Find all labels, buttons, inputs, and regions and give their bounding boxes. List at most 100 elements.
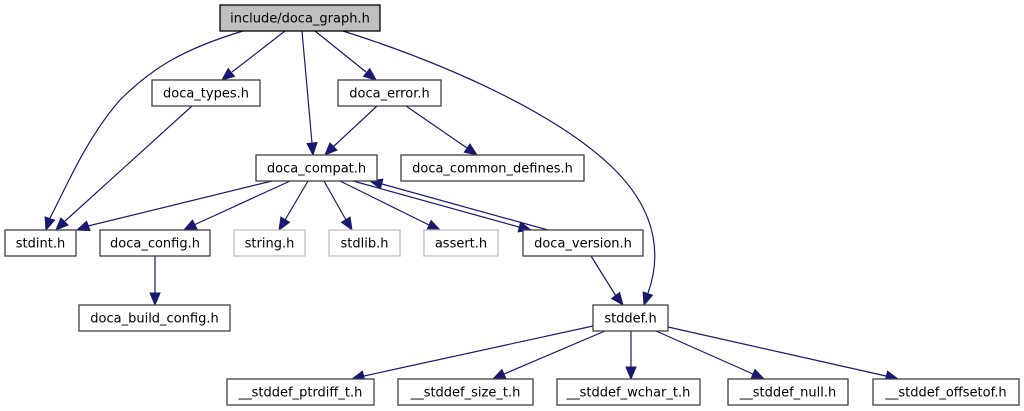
edge-line <box>381 183 549 231</box>
node-box <box>423 229 499 257</box>
edge-line <box>342 30 656 294</box>
node-label: __stddef_size_t.h <box>410 386 521 401</box>
node-box <box>328 229 401 257</box>
node-box[interactable] <box>556 378 701 406</box>
arrowhead-icon <box>182 219 198 231</box>
node-box[interactable] <box>727 378 849 406</box>
edge-root-to-doca_error <box>314 30 378 81</box>
node-label: doca_config.h <box>110 237 200 252</box>
node-doca-compat[interactable]: doca_compat.h <box>255 154 378 182</box>
node-doca-error[interactable]: doca_error.h <box>337 79 442 107</box>
node-box[interactable] <box>337 79 442 107</box>
node-stdint[interactable]: stdint.h <box>4 229 77 257</box>
arrowhead-icon <box>625 366 637 381</box>
edge-line <box>503 330 606 375</box>
edge-doca_compat-to-assert <box>339 180 442 231</box>
node-box[interactable] <box>255 154 378 182</box>
edge-doca_compat-to-stdint <box>75 180 273 232</box>
edge-line <box>667 326 887 377</box>
edge-line <box>314 30 367 73</box>
node-box[interactable] <box>522 229 644 257</box>
node-box[interactable] <box>872 378 1020 406</box>
arrowhead-icon <box>750 368 766 380</box>
node-label: __stddef_offsetof.h <box>884 386 1006 401</box>
node-doca-config[interactable]: doca_config.h <box>99 229 211 257</box>
node-label: __stddef_ptrdiff_t.h <box>238 386 363 401</box>
node-stddef-offsetof[interactable]: __stddef_offsetof.h <box>872 378 1020 406</box>
node-root[interactable]: include/doca_graph.h <box>219 4 381 32</box>
node-label: __stddef_wchar_t.h <box>566 386 691 401</box>
node-label: doca_build_config.h <box>90 312 218 327</box>
node-box[interactable] <box>219 4 381 32</box>
node-stddef-ptrdiff[interactable]: __stddef_ptrdiff_t.h <box>226 378 375 406</box>
edge-line <box>87 180 273 227</box>
arrowhead-icon <box>362 67 378 81</box>
edge-line <box>301 30 313 144</box>
node-stddef-size[interactable]: __stddef_size_t.h <box>397 378 534 406</box>
node-label: assert.h <box>435 237 487 252</box>
edge-root-to-doca_types <box>220 30 286 81</box>
edge-doca_compat-to-doca_config <box>182 180 291 231</box>
node-doca-types[interactable]: doca_types.h <box>151 79 261 107</box>
arrowhead-icon <box>324 142 338 156</box>
node-string: string.h <box>233 229 306 257</box>
edges-layer <box>44 30 900 382</box>
edge-line <box>363 325 594 377</box>
edge-line <box>352 180 520 228</box>
node-stddef[interactable]: stddef.h <box>592 304 669 332</box>
edge-stddef-to-stddef_wchar <box>625 331 637 381</box>
edge-line <box>590 255 617 297</box>
node-label: __stddef_null.h <box>739 386 837 401</box>
node-label: stddef.h <box>604 312 656 327</box>
node-stddef-null[interactable]: __stddef_null.h <box>727 378 849 406</box>
arrowhead-icon <box>340 216 353 232</box>
node-label: doca_common_defines.h <box>412 162 573 177</box>
node-box[interactable] <box>99 229 211 257</box>
edge-root-to-stdint <box>44 30 244 232</box>
edge-root-to-stddef <box>342 30 656 307</box>
node-box[interactable] <box>78 304 231 332</box>
edge-doca_types-to-stdint <box>55 105 193 231</box>
edge-line <box>49 30 244 219</box>
arrowhead-icon <box>306 142 318 157</box>
edge-doca_version-to-stddef <box>590 255 624 307</box>
node-box[interactable] <box>4 229 77 257</box>
node-label: stdlib.h <box>341 237 389 252</box>
arrowhead-icon <box>610 291 624 307</box>
edge-stddef-to-stddef_offsetof <box>667 326 900 382</box>
edge-line <box>231 30 286 73</box>
edge-line <box>332 105 378 148</box>
arrowhead-icon <box>75 220 91 232</box>
node-stdlib: stdlib.h <box>328 229 401 257</box>
nodes-layer: include/doca_graph.h doca_types.h doca_err… <box>4 4 1020 406</box>
edge-stddef-to-stddef_size <box>491 330 606 380</box>
arrowhead-icon <box>491 368 507 380</box>
edge-doca_config-to-doca_build_config <box>149 256 161 307</box>
node-assert: assert.h <box>423 229 499 257</box>
node-box[interactable] <box>400 154 585 182</box>
node-box[interactable] <box>226 378 375 406</box>
node-label: doca_types.h <box>163 87 249 102</box>
edge-doca_error-to-doca_compat <box>324 105 378 156</box>
edge-doca_version-to-doca_compat <box>368 178 549 231</box>
arrowhead-icon <box>463 143 479 156</box>
arrowhead-icon <box>220 67 236 81</box>
node-doca-version[interactable]: doca_version.h <box>522 229 644 257</box>
node-label: doca_error.h <box>349 87 429 102</box>
arrowhead-icon <box>149 292 161 307</box>
node-box[interactable] <box>397 378 534 406</box>
arrowhead-icon <box>642 291 654 307</box>
node-label: include/doca_graph.h <box>230 12 370 27</box>
edge-root-to-doca_compat <box>301 30 318 157</box>
node-stddef-wchar[interactable]: __stddef_wchar_t.h <box>556 378 701 406</box>
node-box[interactable] <box>151 79 261 107</box>
edge-line <box>405 105 468 149</box>
edge-doca_error-to-doca_common_defines <box>405 105 479 156</box>
node-doca-common-defines[interactable]: doca_common_defines.h <box>400 154 585 182</box>
node-box[interactable] <box>592 304 669 332</box>
edge-line <box>284 180 309 221</box>
arrowhead-icon <box>55 217 69 231</box>
edge-line <box>655 330 754 375</box>
node-doca-build-config[interactable]: doca_build_config.h <box>78 304 231 332</box>
